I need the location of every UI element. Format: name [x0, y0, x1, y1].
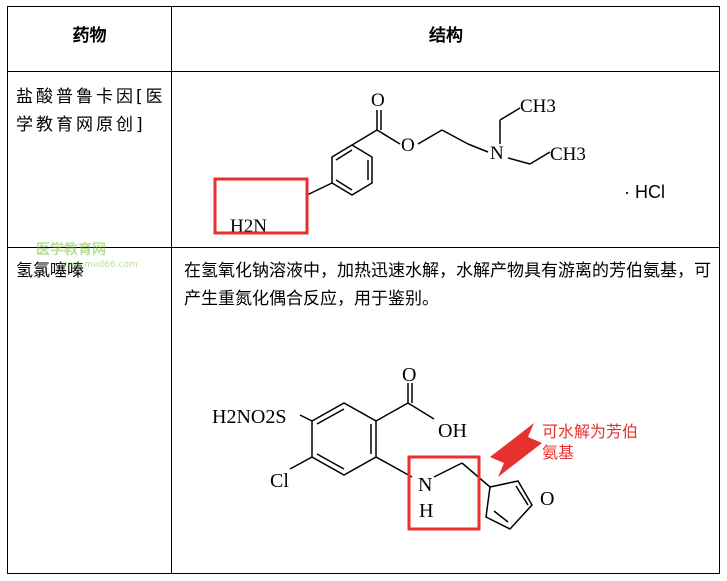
atom-oh: OH: [438, 420, 467, 442]
annotation-arrow: [490, 423, 542, 477]
header-structure: 结构: [429, 26, 463, 46]
drug-name-procaine: 盐酸普鲁卡因[医学教育网原创]: [16, 87, 166, 135]
header-drug: 药物: [72, 26, 107, 46]
atom-o-carbonyl: O: [402, 364, 416, 386]
atom-o-ester: O: [401, 135, 415, 156]
atom-ch3-right: CH3: [550, 144, 586, 165]
highlight-box-amine: [407, 455, 481, 531]
row-divider: [8, 247, 719, 248]
second-bonds: [289, 383, 533, 530]
column-divider: [171, 7, 172, 573]
procaine-bonds: [306, 107, 551, 196]
atom-o-carbonyl: O: [371, 90, 385, 111]
atom-ch3-top: CH3: [520, 96, 556, 117]
watermark-brand: 医学教育网: [36, 242, 106, 258]
procaine-structure: O O N CH3 CH3 H2N · HCl: [213, 90, 665, 237]
annotation-line-1: 可水解为芳伯: [542, 422, 638, 441]
atom-o-furan: O: [540, 488, 554, 510]
drug-table: 药物 结构 盐酸普鲁卡因[医学教育网原创] 氢氯噻嗪 在氢氧化钠溶液中，加热迅速…: [7, 6, 720, 574]
annotation-line-2: 氨基: [542, 443, 574, 462]
hcl-label: · HCl: [624, 182, 665, 202]
watermark-site: www.med66.com: [60, 260, 138, 270]
atom-n: N: [418, 474, 432, 496]
second-structure: H2NO2S O OH Cl N H O 可水解为芳伯 氨基: [212, 364, 638, 531]
drug-description: 在氢氧化钠溶液中，加热迅速水解，水解产物具有游离的芳伯氨基，可产生重氮化偶合反应…: [184, 261, 711, 309]
atom-n: N: [490, 143, 504, 164]
row-divider: [8, 71, 719, 72]
drug-name-second: 氢氯噻嗪: [16, 261, 84, 281]
highlight-box-amine: [213, 177, 309, 235]
atom-cl: Cl: [270, 470, 289, 492]
atom-h: H: [419, 500, 433, 522]
atom-sulfamoyl: H2NO2S: [212, 406, 286, 428]
